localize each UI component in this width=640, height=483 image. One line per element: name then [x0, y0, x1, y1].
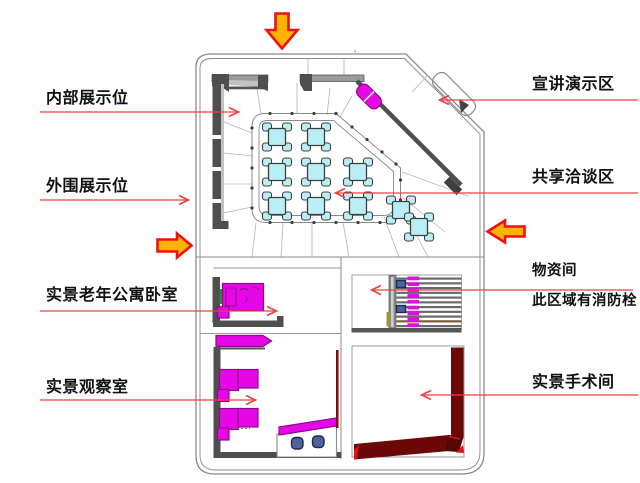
- leader-observation-room: [40, 394, 258, 406]
- leader-lines: [40, 94, 638, 406]
- sofa: [216, 407, 259, 441]
- leader-negotiation-area: [333, 187, 638, 199]
- desk: [276, 417, 338, 458]
- stool-icon: [311, 435, 325, 449]
- sofa: [216, 368, 259, 403]
- leader-presentation-area: [437, 94, 638, 106]
- arrow-left-icon: [485, 218, 526, 245]
- stool-icon: [290, 436, 304, 450]
- room-dividers: [196, 256, 484, 459]
- counter: [215, 334, 273, 348]
- arrow-right-icon: [156, 230, 194, 261]
- column-dots: [250, 111, 403, 225]
- meeting-table-unit: [342, 191, 374, 221]
- label-operating-room: 实景手术间: [532, 374, 615, 391]
- entrance-arrows: [156, 12, 526, 261]
- label-presentation-area: 宣讲演示区: [532, 76, 615, 93]
- leader-supplies-room: [369, 284, 633, 296]
- label-negotiation-area: 共享洽谈区: [532, 169, 615, 186]
- negotiation-area: [250, 111, 435, 242]
- label-supplies-note: 此区域有消防栓: [532, 293, 637, 309]
- leader-outer-display: [40, 194, 191, 206]
- meeting-tables: [261, 122, 435, 242]
- meeting-table-unit: [403, 212, 435, 242]
- operating-room: [336, 345, 465, 460]
- label-supplies-room: 物资间: [532, 263, 577, 279]
- label-inner-display: 内部展示位: [46, 90, 129, 107]
- meeting-table-unit: [300, 191, 332, 221]
- meeting-table-unit: [261, 122, 293, 152]
- meeting-table-unit: [300, 122, 332, 152]
- leader-operating-room: [419, 389, 638, 401]
- shelving: [396, 276, 462, 328]
- leader-inner-display: [40, 106, 241, 118]
- label-outer-display: 外围展示位: [46, 178, 129, 195]
- main-entrance-gap: [268, 73, 300, 83]
- leader-apartment-bedroom: [40, 305, 279, 317]
- podium: [356, 83, 382, 110]
- top-wall: [211, 73, 365, 92]
- nightstand: [216, 305, 230, 319]
- left-wall: [212, 81, 229, 229]
- meeting-table-unit: [300, 157, 332, 187]
- meeting-table-unit: [261, 191, 293, 221]
- arrow-down-icon: [263, 12, 301, 51]
- meeting-table-unit: [342, 157, 374, 187]
- supplies-room: [351, 274, 462, 333]
- building-outline: [195, 50, 485, 475]
- label-apartment-bedroom: 实景老年公寓卧室: [46, 287, 179, 304]
- label-observation-room: 实景观察室: [46, 379, 129, 396]
- stage-alcove: [431, 71, 477, 117]
- meeting-table-unit: [261, 157, 293, 187]
- apartment-bedroom: [212, 267, 341, 327]
- observation-room: [213, 334, 342, 458]
